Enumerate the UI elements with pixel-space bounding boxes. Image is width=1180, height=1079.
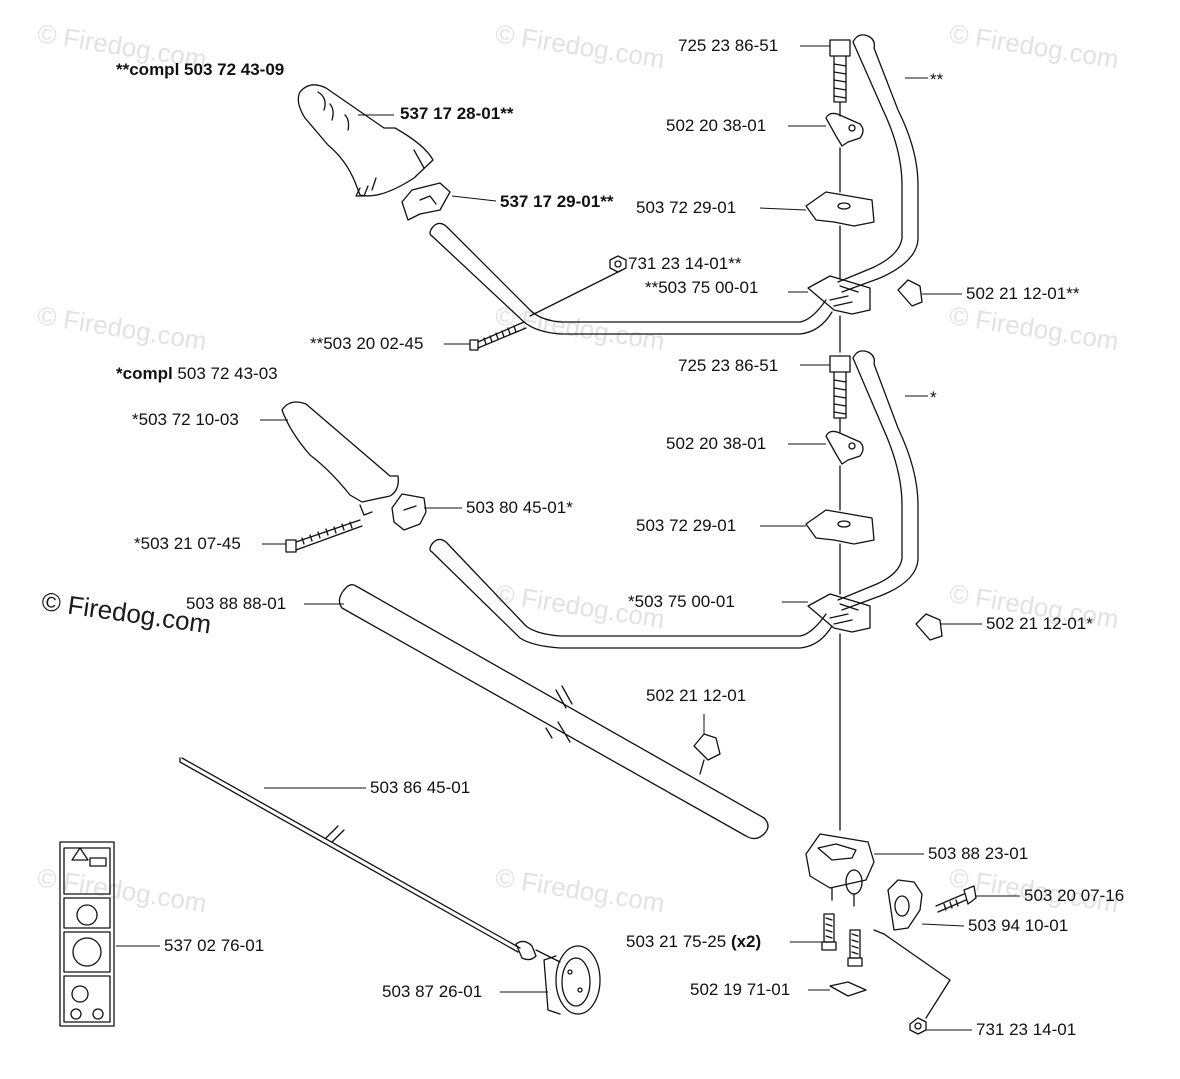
- group-header-prefix: **compl: [116, 60, 180, 79]
- part-label: 502 20 38-01: [666, 434, 767, 453]
- part-label: 731 23 14-01: [976, 1020, 1077, 1039]
- part-label: **503 20 02-45: [310, 334, 424, 353]
- part-label: 503 72 29-01: [636, 198, 737, 217]
- part-label: *503 75 00-01: [628, 592, 735, 611]
- group-header-middle: *compl 503 72 43-03: [116, 364, 278, 384]
- part-label: 502 21 12-01*: [986, 614, 1093, 633]
- part-label: 503 20 07-16: [1024, 886, 1125, 905]
- part-label: 725 23 86-51: [678, 36, 779, 55]
- part-label: *: [930, 388, 937, 407]
- quantity: (x2): [730, 932, 762, 951]
- part-number: 503 21 75-25: [626, 932, 727, 951]
- part-label: 537 17 29-01**: [500, 192, 614, 211]
- part-label: 537 02 76-01: [164, 936, 265, 955]
- part-label: **503 75 00-01: [645, 278, 759, 297]
- part-label: 502 21 12-01: [646, 686, 747, 705]
- part-label: 503 94 10-01: [968, 916, 1069, 935]
- part-label: 503 88 88-01: [186, 594, 287, 613]
- part-label: 503 87 26-01: [382, 982, 483, 1001]
- group-header-part: 503 72 43-09: [184, 60, 285, 79]
- group-header-part: 503 72 43-03: [177, 364, 278, 383]
- part-label: 502 20 38-01: [666, 116, 767, 135]
- part-label: 502 19 71-01: [690, 980, 791, 999]
- part-label: 503 88 23-01: [928, 844, 1029, 863]
- part-label-qty: 503 21 75-25 (x2): [626, 932, 761, 952]
- part-label: 503 72 29-01: [636, 516, 737, 535]
- part-label: 503 86 45-01: [370, 778, 471, 797]
- part-label: 502 21 12-01**: [966, 284, 1080, 303]
- part-label: 725 23 86-51: [678, 356, 779, 375]
- part-label: *503 21 07-45: [134, 534, 241, 553]
- part-label: 503 80 45-01*: [466, 498, 573, 517]
- part-label: **: [930, 70, 944, 89]
- part-label: 731 23 14-01**: [628, 254, 742, 273]
- part-label: *503 72 10-03: [132, 410, 239, 429]
- part-label: 537 17 28-01**: [400, 104, 514, 123]
- group-header-top: **compl 503 72 43-09: [116, 60, 284, 80]
- group-header-prefix: *compl: [116, 364, 173, 383]
